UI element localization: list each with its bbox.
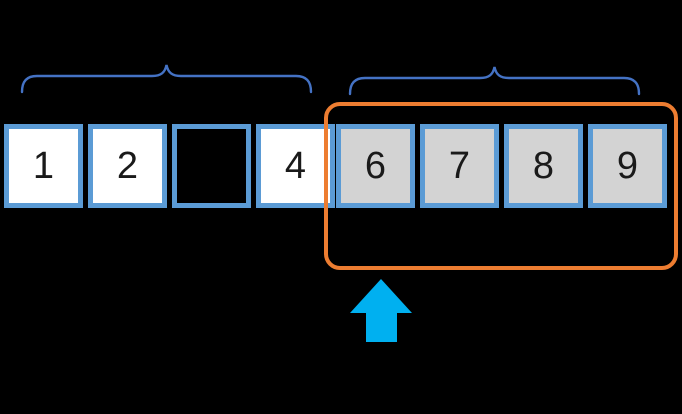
array-cell: 8 — [504, 124, 583, 208]
up-arrow-icon — [350, 279, 412, 342]
array-cell: 9 — [588, 124, 667, 208]
array-cell: 1 — [4, 124, 83, 208]
highlight-outline — [324, 102, 678, 270]
array-cell-empty — [172, 124, 251, 208]
array-cell: 4 — [256, 124, 335, 208]
right-brace-icon — [348, 66, 641, 96]
array-cell: 6 — [336, 124, 415, 208]
left-brace-icon — [20, 64, 313, 94]
array-cell: 7 — [420, 124, 499, 208]
array-cell: 2 — [88, 124, 167, 208]
